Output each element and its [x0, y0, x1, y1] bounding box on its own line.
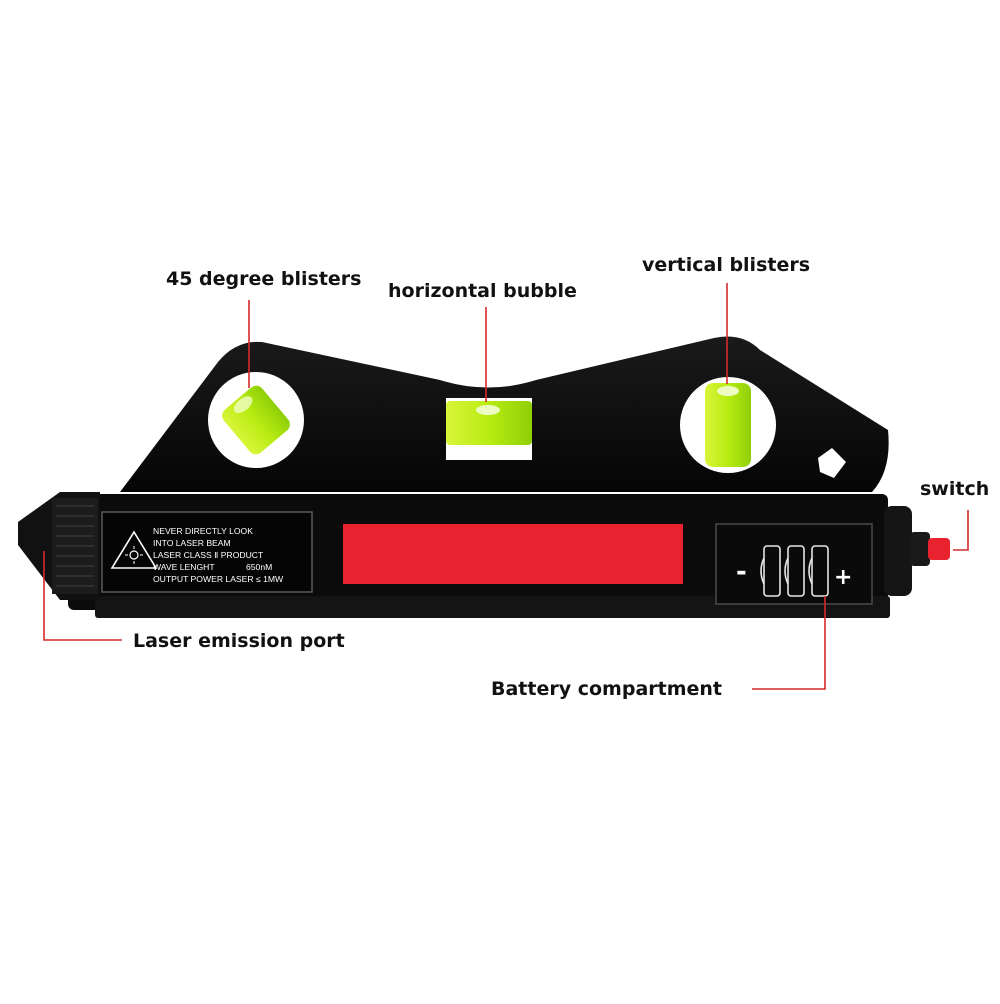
bubble-vertical	[717, 386, 739, 396]
leader-battery	[752, 596, 826, 690]
warning-line-4: WAVE LENGHT	[153, 562, 215, 572]
battery-panel: - +	[715, 523, 873, 605]
switch-button[interactable]	[928, 538, 950, 560]
warning-wavelength: 650nM	[246, 562, 272, 572]
battery-plus: +	[834, 565, 852, 590]
vial-horizontal	[446, 401, 532, 445]
label-45-degree-blisters: 45 degree blisters	[166, 268, 362, 290]
vial-vertical	[705, 383, 751, 467]
base-rail	[95, 596, 890, 618]
switch-housing	[884, 506, 912, 596]
warning-label: NEVER DIRECTLY LOOK INTO LASER BEAM LASE…	[101, 511, 313, 593]
warning-line-1: NEVER DIRECTLY LOOK	[153, 526, 253, 536]
label-horizontal-bubble: horizontal bubble	[388, 280, 577, 302]
leader-laser-port	[43, 551, 122, 641]
leader-lines	[43, 283, 969, 690]
vial-45-degree	[222, 385, 290, 455]
battery-cells-icon	[760, 545, 829, 597]
label-battery-compartment: Battery compartment	[491, 678, 723, 700]
warning-line-3: LASER CLASS Ⅱ PRODUCT	[153, 550, 264, 560]
hanging-hole	[818, 448, 846, 478]
laser-warning-icon	[110, 530, 158, 569]
warning-line-2: INTO LASER BEAM	[153, 538, 231, 548]
switch-neck	[910, 532, 930, 566]
warning-line-5: OUTPUT POWER LASER ≤ 1MW	[153, 574, 284, 584]
label-vertical-blisters: vertical blisters	[642, 254, 811, 276]
red-strip	[343, 524, 683, 584]
battery-minus: -	[736, 557, 747, 587]
laser-port-ridges	[56, 505, 94, 587]
leader-switch	[953, 510, 969, 551]
label-laser-emission-port: Laser emission port	[133, 630, 345, 652]
bubble-horizontal	[476, 405, 500, 415]
label-switch: switch	[920, 478, 990, 500]
